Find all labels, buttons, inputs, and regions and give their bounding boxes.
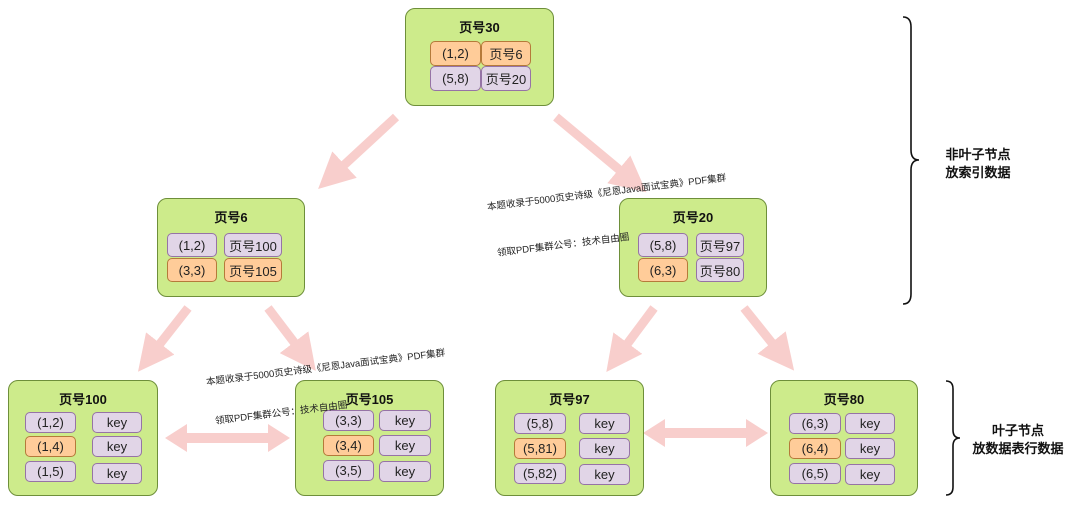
page-pointer-cell: 页号6 <box>481 41 531 66</box>
row-data-cell: key <box>579 464 630 485</box>
node-title: 页号30 <box>459 20 500 35</box>
row-key-cell: (6,5) <box>789 463 841 484</box>
node-title: 页号97 <box>549 392 590 407</box>
node-page-6: 页号6 (1,2) 页号100 (3,3) 页号105 <box>157 198 305 297</box>
leaf-label: 叶子节点 放数据表行数据 <box>960 422 1076 458</box>
node-title: 页号80 <box>823 392 865 407</box>
index-key-cell: (1,2) <box>430 41 481 66</box>
row-key-cell: (5,81) <box>514 438 566 459</box>
row-data-cell: key <box>92 463 142 484</box>
node-title: 页号105 <box>345 392 394 407</box>
row-key-cell: (1,2) <box>25 412 76 433</box>
page-pointer-cell: 页号105 <box>224 258 282 282</box>
row-key-cell: (3,5) <box>323 460 374 481</box>
arrow-30-to-20 <box>553 113 647 193</box>
index-key-cell: (5,8) <box>430 66 481 91</box>
page-pointer-cell: 页号20 <box>481 66 531 91</box>
leaf-page-100: 页号100 (1,2) key (1,4) key (1,5) key <box>8 380 158 496</box>
row-data-cell: key <box>845 413 895 434</box>
page-pointer-cell: 页号100 <box>224 233 282 257</box>
arrow-6-to-105 <box>264 305 316 371</box>
index-key-cell: (1,2) <box>167 233 217 257</box>
arrow-6-to-100 <box>138 305 192 372</box>
node-page-20: 页号20 (5,8) 页号97 (6,3) 页号80 <box>619 198 767 297</box>
index-key-cell: (3,3) <box>167 258 217 282</box>
leaf-page-105: 页号105 (3,3) key (3,4) key (3,5) key <box>295 380 444 496</box>
arrow-20-to-97 <box>606 305 658 372</box>
row-key-cell: (1,4) <box>25 436 76 457</box>
node-page-30: 页号30 (1,2) 页号6 (5,8) 页号20 <box>405 8 554 106</box>
nonleaf-label-line1: 非叶子节点 <box>945 147 1011 162</box>
leaf-label-line2: 放数据表行数据 <box>972 441 1064 456</box>
page-pointer-cell: 页号97 <box>696 233 744 257</box>
nonleaf-label: 非叶子节点 放索引数据 <box>928 146 1028 182</box>
page-pointer-cell: 页号80 <box>696 258 744 282</box>
row-key-cell: (6,3) <box>789 413 841 434</box>
leaf-label-line1: 叶子节点 <box>991 423 1044 438</box>
row-data-cell: key <box>379 435 431 456</box>
node-title: 页号20 <box>672 210 714 225</box>
double-arrow-97-80 <box>643 419 768 447</box>
row-data-cell: key <box>845 464 895 485</box>
node-title: 页号100 <box>59 392 107 407</box>
row-data-cell: key <box>379 410 431 431</box>
double-arrow-100-105 <box>165 424 290 452</box>
row-key-cell: (6,4) <box>789 438 841 459</box>
row-data-cell: key <box>92 412 142 433</box>
index-key-cell: (6,3) <box>638 258 688 282</box>
bracket-leaf <box>945 380 961 496</box>
row-key-cell: (1,5) <box>25 461 76 482</box>
bracket-nonleaf <box>902 16 920 305</box>
index-key-cell: (5,8) <box>638 233 688 257</box>
row-key-cell: (5,8) <box>514 413 566 434</box>
row-data-cell: key <box>579 413 630 434</box>
row-key-cell: (3,3) <box>323 410 374 431</box>
row-data-cell: key <box>845 438 895 459</box>
arrow-20-to-80 <box>740 305 795 371</box>
row-data-cell: key <box>379 461 431 482</box>
row-key-cell: (5,82) <box>514 463 566 484</box>
row-key-cell: (3,4) <box>323 435 374 456</box>
row-data-cell: key <box>92 436 142 457</box>
nonleaf-label-line2: 放索引数据 <box>945 165 1011 180</box>
row-data-cell: key <box>579 438 630 459</box>
node-title: 页号6 <box>214 210 248 225</box>
leaf-page-80: 页号80 (6,3) key (6,4) key (6,5) key <box>770 380 918 496</box>
arrow-30-to-6 <box>318 113 400 189</box>
leaf-page-97: 页号97 (5,8) key (5,81) key (5,82) key <box>495 380 644 496</box>
